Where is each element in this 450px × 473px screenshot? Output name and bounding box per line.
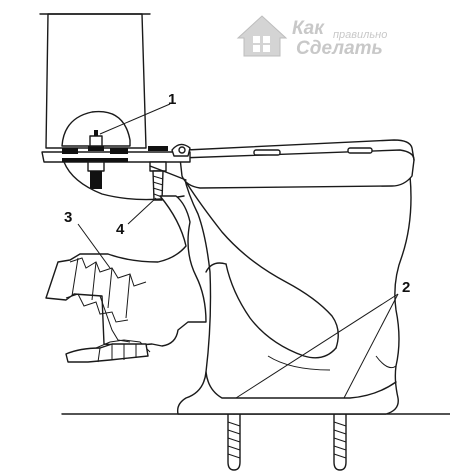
callout-1-label: 1 [168,91,176,108]
watermark-text-sdelat: Сделать [296,38,383,59]
house-logo-icon [236,15,288,57]
watermark-text-kak: Как [292,18,325,39]
bowl-shelf [41,130,191,201]
callout-3-label: 3 [64,209,72,226]
callout-leaders [77,103,399,399]
callout-2-label: 2 [402,279,410,296]
watermark-logo: Как правильно Сделать [236,15,387,59]
cistern-tank [39,13,151,149]
tank-to-bowl-connector [63,161,187,201]
toilet-bowl [176,175,412,415]
watermark-text-pravilno: правильно [333,29,387,41]
toilet-seat [179,139,415,189]
drain-outlet-pipe [45,195,207,363]
callout-4-label: 4 [116,221,125,238]
